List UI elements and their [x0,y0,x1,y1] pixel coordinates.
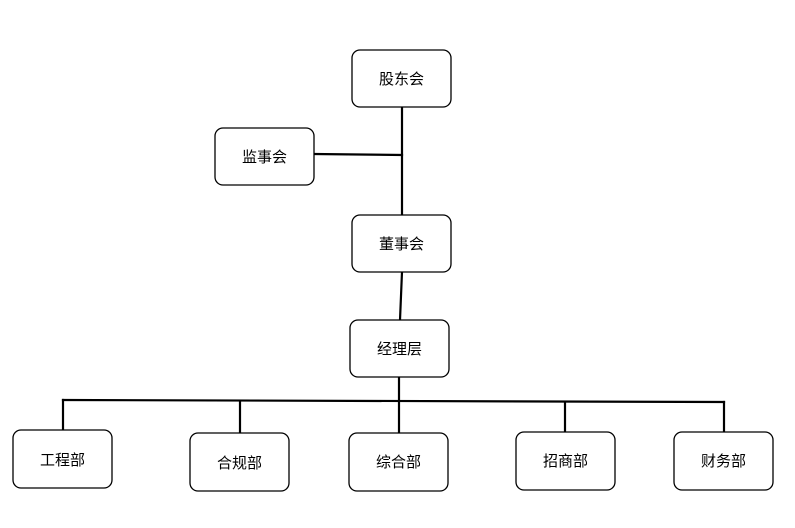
node-shareholders-label: 股东会 [379,70,424,88]
node-board-label: 董事会 [379,235,424,253]
node-department-engineering: 工程部 [12,429,113,489]
node-department-finance-label: 财务部 [701,452,746,470]
node-department-compliance: 合规部 [189,432,290,492]
node-management-label: 经理层 [377,340,422,358]
connector-board-management [398,270,404,322]
node-department-compliance-label: 合规部 [217,454,262,472]
node-department-general-label: 综合部 [376,453,421,471]
connectors [61,106,726,435]
node-department-investment: 招商部 [515,431,616,491]
node-department-finance: 财务部 [673,431,774,491]
node-department-general: 综合部 [348,432,449,492]
node-board: 董事会 [351,214,452,273]
node-supervisors: 监事会 [214,127,315,186]
node-department-engineering-label: 工程部 [40,451,85,469]
node-supervisors-label: 监事会 [242,148,287,166]
node-management: 经理层 [349,319,450,378]
node-shareholders: 股东会 [351,49,452,108]
connector-department-bus [61,398,726,404]
node-department-investment-label: 招商部 [543,452,588,470]
connector-supervisors-trunk [312,152,404,157]
